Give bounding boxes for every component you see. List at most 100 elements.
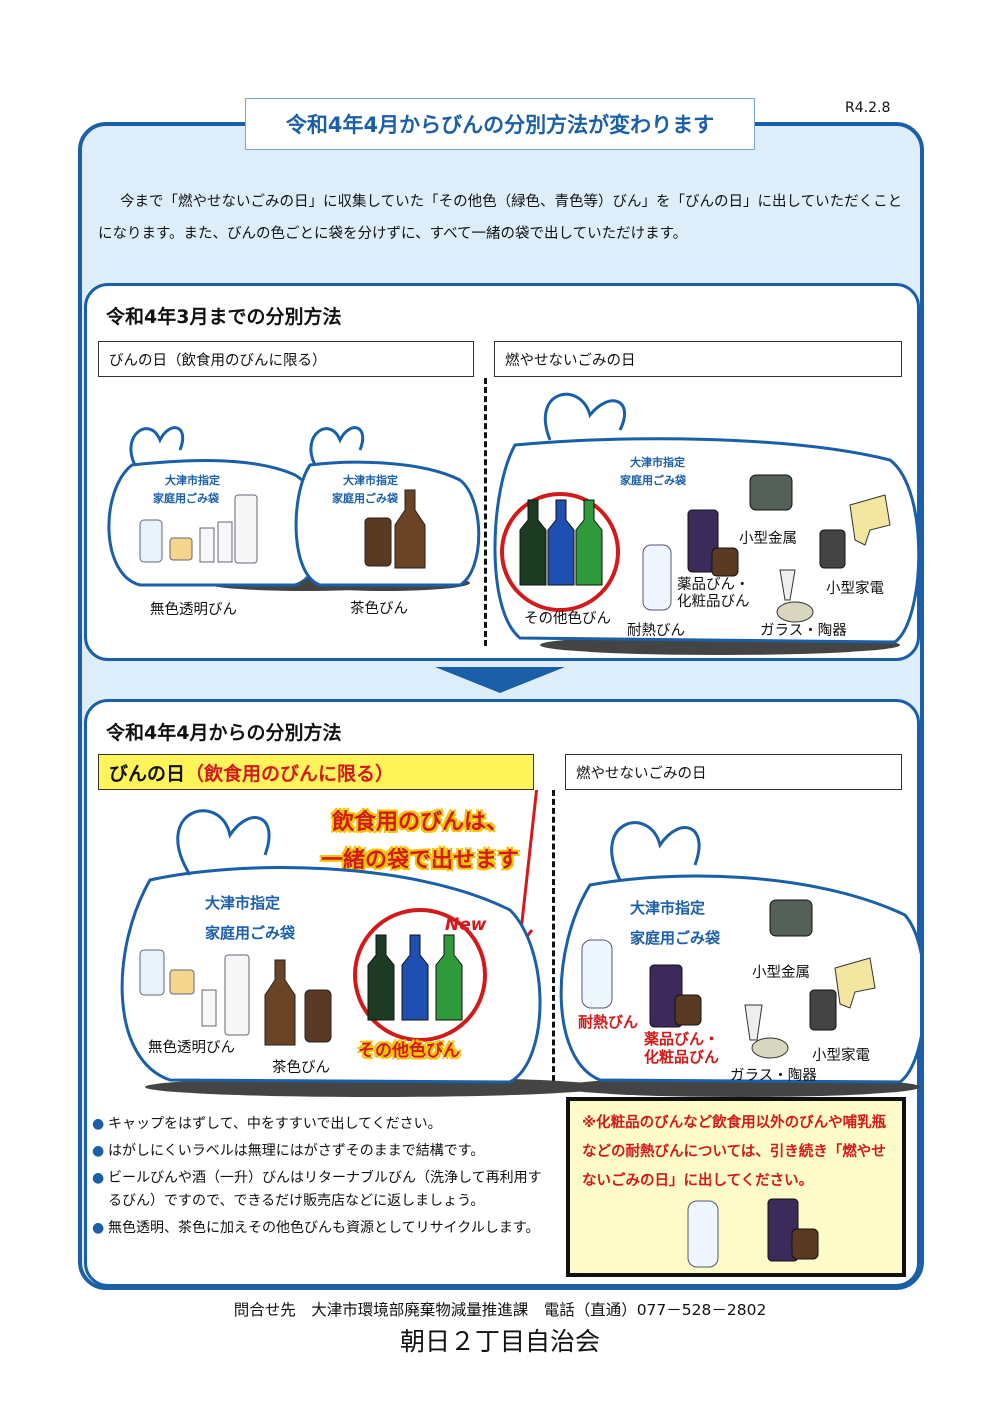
notice-box: ※化粧品のびんなど飲食用以外のびんや哺乳瓶などの耐熱びんについては、引き続き「燃… (566, 1097, 906, 1277)
small-bottle (201, 989, 217, 1027)
bag-label: 大津市指定 (343, 473, 398, 487)
bag-label: 大津市指定 (630, 899, 705, 917)
caption-other-bottle: その他色びん (358, 1041, 460, 1061)
cosmetic-bottle (791, 1228, 819, 1260)
green-bottle (519, 499, 547, 586)
bullet-item: ●ビールびんや酒（一升）びんはリターナブルびん（洗浄して再利用するびん）ですので… (92, 1167, 552, 1213)
heat-bottle (687, 1200, 719, 1268)
bullet-dot-icon: ● (92, 1143, 105, 1159)
after-title: 令和4年4月からの分別方法 (106, 722, 342, 744)
notice-illustration (687, 1198, 819, 1268)
divider (484, 378, 487, 646)
clear-bottle (224, 954, 250, 1036)
glass-cup (744, 1004, 763, 1041)
red-arrow (518, 790, 539, 941)
metal-pot (749, 474, 793, 511)
brown-bottle (264, 959, 296, 1046)
bag-label: 家庭用ごみ袋 (205, 924, 296, 942)
bag-label: 家庭用ごみ袋 (620, 473, 687, 487)
bag-knot (309, 426, 365, 466)
green-bottle (435, 934, 463, 1021)
before-nonburnable-label: 燃やせないごみの日 (494, 341, 902, 377)
jar (169, 537, 193, 561)
slogan-line-1: 飲食用のびんは、 (331, 810, 508, 835)
green-bottle (575, 499, 603, 586)
small-bottle (217, 521, 233, 563)
blue-bottle (401, 934, 429, 1021)
caption-clear-bottle: 無色透明びん (148, 1040, 235, 1056)
heat-bottle (642, 544, 672, 611)
association-name: 朝日２丁目自治会 (399, 1327, 600, 1356)
caption-heat-bottle: 耐熱びん (627, 623, 685, 639)
bullet-item: ●無色透明、茶色に加えその他色びんも資源としてリサイクルします。 (92, 1217, 552, 1240)
bullet-item: ●はがしにくいラベルは無理にはがさずそのままで結構です。 (92, 1140, 552, 1163)
brown-bottle (304, 989, 332, 1043)
after-nonburnable-label: 燃やせないごみの日 (565, 754, 902, 790)
caption-glass: ガラス・陶器 (760, 623, 847, 639)
small-bottle (199, 527, 215, 563)
blue-bottle (547, 499, 575, 586)
bullet-dot-icon: ● (92, 1116, 105, 1132)
before-title: 令和4年3月までの分別方法 (106, 306, 342, 328)
new-badge: New (445, 915, 487, 935)
hair-dryer (834, 957, 876, 1009)
appliance (809, 989, 837, 1031)
caption-clear-bottle: 無色透明びん (150, 602, 237, 618)
after-bottle-day-label-b: （飲食用のびんに限る） (185, 762, 395, 785)
caption-other-bottle: その他色びん (524, 611, 611, 627)
bullet-item: ●キャップをはずして、中をすすいで出してください。 (92, 1113, 552, 1136)
caption-medicine-bottle: 薬品びん・ 化粧品びん (677, 577, 750, 610)
caption-appliance: 小型家電 (812, 1048, 870, 1064)
bag-knot (176, 809, 271, 876)
slogan: 飲食用のびんは、 一緒の袋で出せます (290, 804, 550, 880)
caption-heat-bottle: 耐熱びん (578, 1013, 639, 1031)
cosmetic-bottle (711, 547, 739, 577)
after-illustration: 大津市指定 家庭用ごみ袋 New 大津市指定 家庭用ごみ袋 (120, 790, 920, 1097)
bag-label: 大津市指定 (630, 455, 685, 469)
bullet-dot-icon: ● (92, 1170, 105, 1186)
bag-knot (610, 821, 701, 881)
bag-knot (543, 392, 627, 441)
appliance (819, 529, 846, 569)
heat-bottle (581, 939, 613, 1009)
clear-bottle (139, 949, 165, 996)
ceramic-bowl (776, 601, 814, 623)
caption-medicine-bottle: 薬品びん・ 化粧品びん (644, 1030, 720, 1066)
bag-label: 家庭用ごみ袋 (153, 491, 220, 505)
bag-knot (129, 426, 185, 466)
divider (552, 790, 555, 1090)
cosmetic-bottle (674, 994, 702, 1026)
brown-bottle (364, 517, 392, 567)
bag-label: 家庭用ごみ袋 (630, 929, 721, 947)
date-stamp: R4.2.8 (845, 100, 891, 116)
caption-appliance: 小型家電 (826, 581, 884, 597)
caption-metal: 小型金属 (739, 531, 797, 547)
page-title: 令和4年4月からびんの分別方法が変わります (245, 98, 755, 150)
slogan-line-2: 一緒の袋で出せます (320, 848, 519, 873)
brown-bottle (394, 489, 426, 569)
caption-brown-bottle: 茶色びん (272, 1060, 330, 1076)
medicine-bottle (687, 509, 719, 573)
after-bottle-day-label: びんの日 （飲食用のびんに限る） (98, 754, 534, 790)
caption-brown-bottle: 茶色びん (350, 601, 408, 617)
caption-metal: 小型金属 (752, 965, 810, 981)
highlight-circle (500, 492, 620, 612)
before-illustration: 大津市指定 家庭用ごみ袋 大津市指定 家庭用ごみ袋 大津市指定 家庭用ごみ袋 (107, 392, 920, 655)
intro-text: 今まで「燃やせないごみの日」に収集していた「その他色（緑色、青色等）びん」を「び… (98, 194, 903, 242)
garbage-bag (559, 874, 920, 1084)
jar (169, 969, 195, 995)
down-arrow (435, 667, 565, 693)
clear-bottle (139, 519, 163, 563)
after-bottle-day-label-a: びんの日 (109, 762, 186, 785)
highlight-circle (353, 908, 487, 1042)
bag-label: 大津市指定 (165, 473, 220, 487)
green-bottle (367, 934, 395, 1021)
clear-bottle (234, 494, 258, 564)
bullet-dot-icon: ● (92, 1220, 105, 1236)
bag-label: 大津市指定 (205, 894, 280, 912)
notice-text: ※化粧品のびんなど飲食用以外のびんや哺乳瓶などの耐熱びんについては、引き続き「燃… (582, 1115, 887, 1189)
hair-dryer (849, 494, 891, 546)
metal-pot (769, 899, 813, 937)
caption-glass: ガラス・陶器 (730, 1068, 817, 1084)
contact-info: 問合せ先 大津市環境部廃棄物減量推進課 電話（直通）077－528－2802 (233, 1301, 767, 1319)
